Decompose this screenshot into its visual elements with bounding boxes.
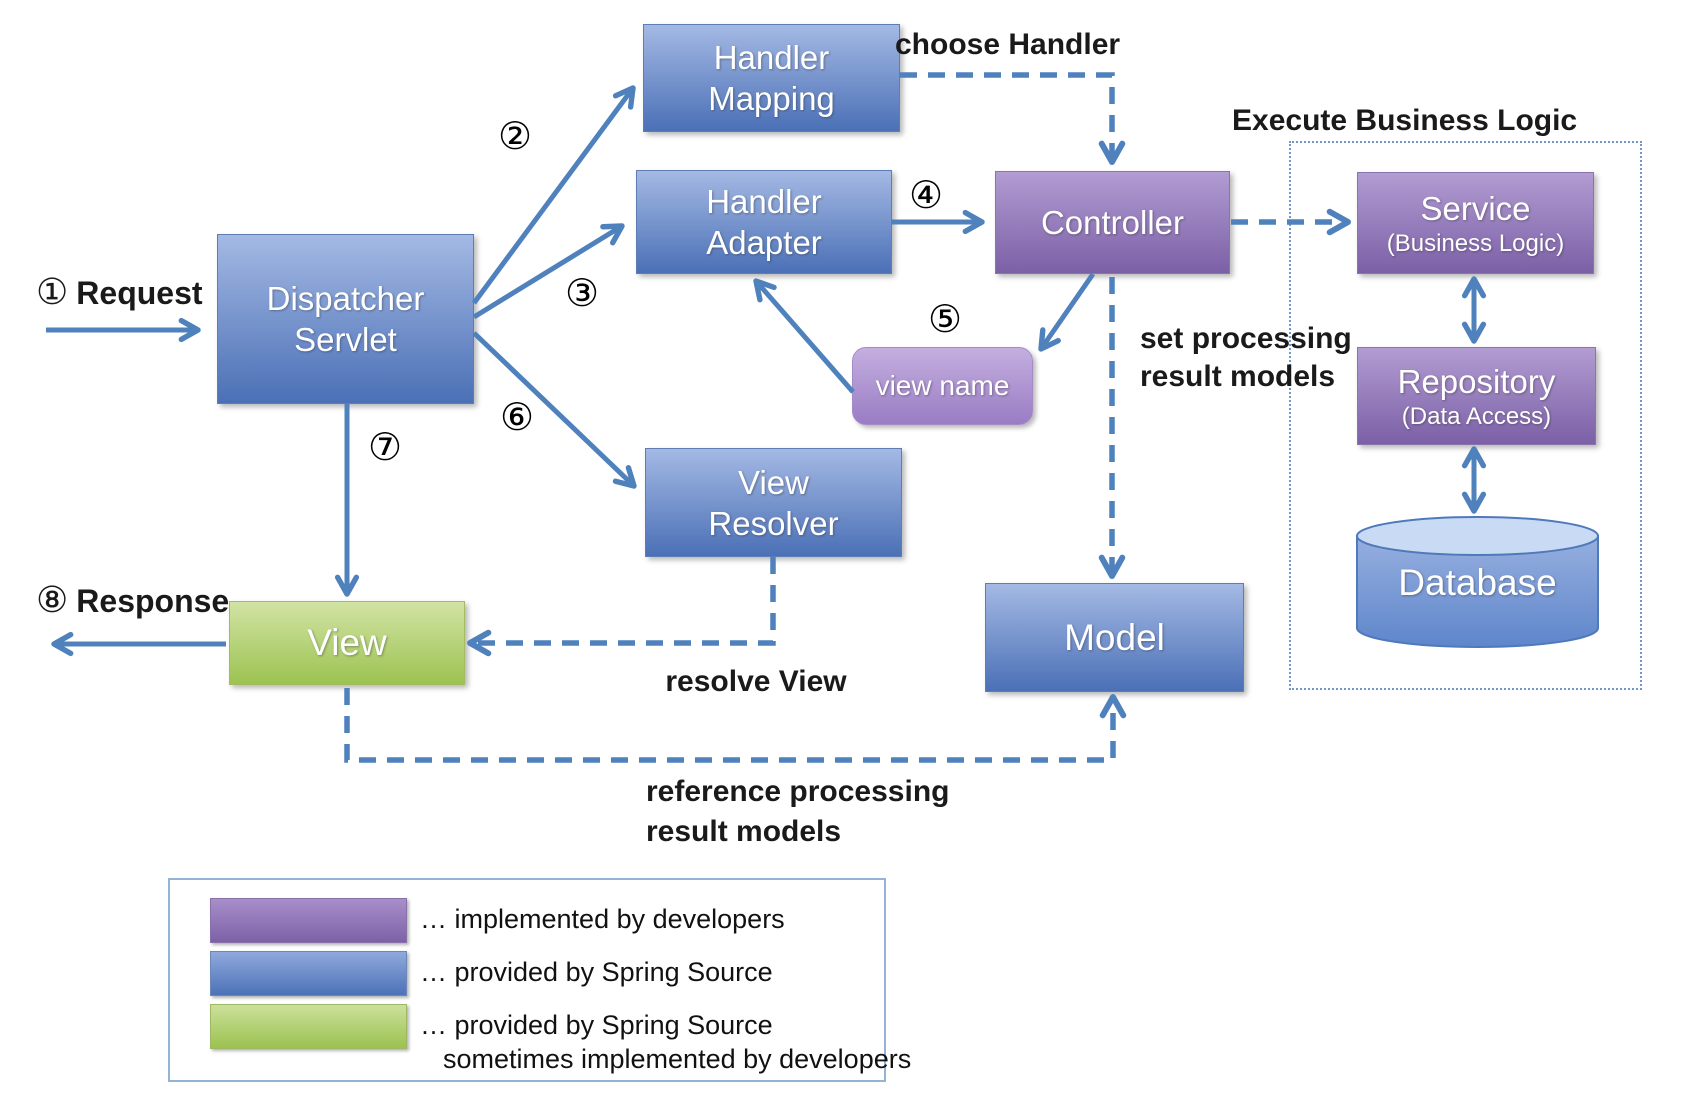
request-text: Request [76,275,203,311]
execute-business-logic-region [1289,141,1642,690]
handler-adapter-label-line2: Adapter [706,224,822,261]
handler-mapping-label-line1: Handler [713,39,830,76]
repository-sublabel: (Data Access) [1401,402,1552,430]
step4-number: ④ [908,173,944,217]
step6-number: ⑥ [499,395,535,439]
node-view-resolver: View Resolver [645,448,902,557]
dashed-arrow-choose-handler [900,72,1126,165]
dispatcher-servlet-label-line2: Servlet [294,321,397,358]
legend-swatch-purple [210,898,407,943]
step7-number: ⑦ [367,425,403,469]
reference-line1: reference processing [646,775,950,808]
node-repository: Repository (Data Access) [1357,347,1596,445]
node-view-name: view name [852,347,1033,425]
view-resolver-label-line1: View [738,463,809,501]
controller-label: Controller [1040,204,1185,241]
node-handler-adapter: Handler Adapter [636,170,892,274]
service-label: Service [1420,189,1531,227]
handler-adapter-label-line1: Handler [706,183,822,220]
service-sublabel: (Business Logic) [1386,229,1565,257]
set-processing-label: set processing result models [1140,320,1352,396]
database-label-wrap: Database [1357,560,1598,606]
repository-label: Repository [1397,362,1556,400]
legend-item-1-label: … implemented by developers [420,904,785,934]
reference-line2: result models [646,815,842,848]
response-text: Response [76,583,230,619]
choose-handler-label: choose Handler [895,28,1121,61]
node-service: Service (Business Logic) [1357,172,1594,274]
execute-business-logic-label: Execute Business Logic [1232,104,1578,137]
response-label: ⑧ Response [36,582,229,620]
arrow-view-name-to-adapter [753,278,855,394]
model-label: Model [1064,616,1165,658]
database-label: Database [1398,562,1557,603]
legend-item-3-label2: sometimes implemented by developers [443,1044,912,1074]
dashed-arrow-resolve-view [467,557,776,657]
step8-number: ⑧ [36,580,69,621]
step5-number: ⑤ [927,297,963,341]
node-model: Model [985,583,1244,692]
legend-swatch-blue [210,951,407,996]
node-dispatcher-servlet: Dispatcher Servlet [217,234,474,404]
legend-item-2-label: … provided by Spring Source [420,957,773,987]
arrow-step5-controller-to-view-name [1038,272,1096,352]
legend-item-3-label: … provided by Spring Source [420,1010,773,1040]
node-view: View [229,601,465,685]
view-label: View [307,622,387,663]
request-label: ① Request [36,274,203,312]
view-name-label: view name [875,370,1010,401]
handler-mapping-label-line2: Mapping [708,80,835,117]
set-processing-line2: result models [1140,360,1336,393]
resolve-view-label: resolve View [665,665,847,698]
legend-swatch-green [210,1004,407,1049]
database-cylinder-icon [1356,516,1599,648]
node-handler-mapping: Handler Mapping [643,24,900,132]
dispatcher-servlet-label-line1: Dispatcher [266,280,425,317]
step3-number: ③ [564,271,600,315]
node-controller: Controller [995,171,1230,274]
set-processing-line1: set processing [1140,322,1352,355]
reference-label: reference processing result models [646,772,949,852]
view-resolver-label-line2: Resolver [708,504,839,542]
step2-number: ② [497,114,533,158]
step1-number: ① [36,272,69,313]
